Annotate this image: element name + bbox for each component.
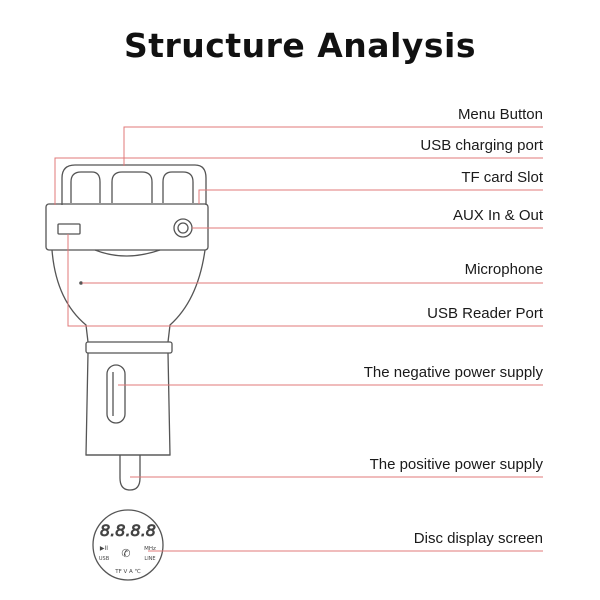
label-negative-power: The negative power supply [363,364,543,381]
leader-menu-button [123,126,543,166]
label-aux-in-out: AUX In & Out [452,207,543,224]
cap-ridge-2 [111,171,153,203]
display-play-pause: ▶II [100,545,108,552]
neck [85,341,173,354]
label-tf-card-slot: TF card Slot [461,169,543,186]
display-line: LINE [144,556,155,562]
label-usb-charging-port: USB charging port [420,137,543,154]
display-indicators: TF V A ℃ [114,568,140,575]
phone-icon: ✆ [121,547,130,560]
leader-usb-reader [67,234,543,327]
display-disc [92,509,164,581]
leader-tf-card [198,189,543,204]
microphone-hole [79,281,83,285]
display-usb: USB [99,556,110,562]
cap-ridge-3 [162,171,194,203]
negative-contact [106,364,126,424]
positive-tip [119,455,141,491]
display-mhz: MHz [144,546,156,552]
cap-ridge-1 [70,171,101,203]
upper-band [45,203,209,251]
page-title: Structure Analysis [123,26,476,65]
display-digits: 8.8.8.8 [100,521,156,540]
label-usb-reader-port: USB Reader Port [427,305,543,322]
label-microphone: Microphone [464,261,543,278]
label-positive-power: The positive power supply [369,456,543,473]
shaft [85,352,171,456]
usb-reader-slot [57,223,81,235]
label-disc-display: Disc display screen [413,530,543,547]
main-body [51,249,206,343]
aux-port [173,218,193,238]
menu-button-cap [61,164,207,205]
leader-usb-charging [54,157,543,205]
label-menu-button: Menu Button [457,106,543,123]
